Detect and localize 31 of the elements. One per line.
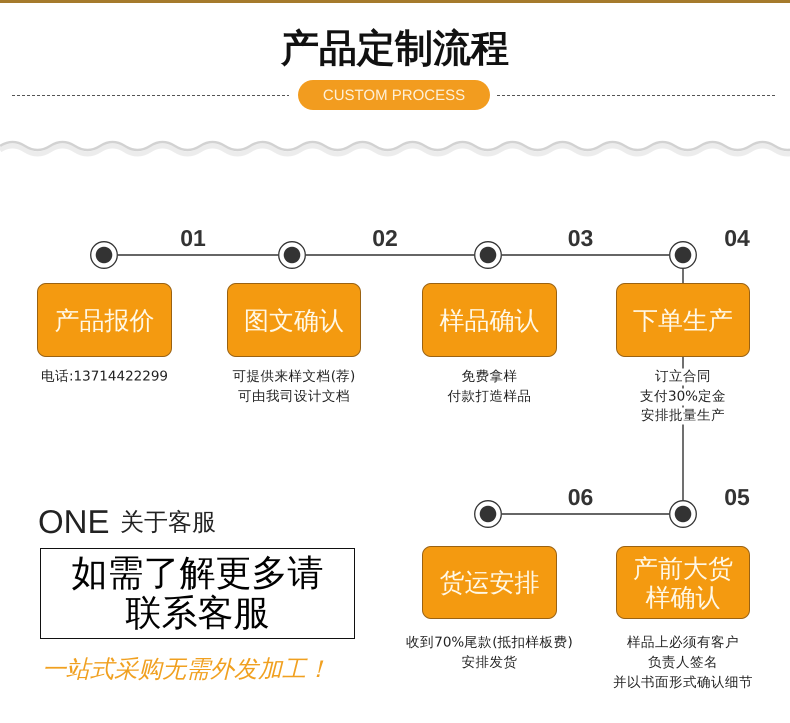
timeline-marker: [90, 241, 118, 269]
step-note: 并以书面形式确认细节: [611, 674, 755, 692]
timeline-marker: [474, 500, 502, 528]
timeline-marker: [278, 241, 306, 269]
step-box: 下单生产: [616, 283, 750, 357]
connector-line: [682, 269, 684, 283]
section-heading: 关于客服: [120, 509, 216, 535]
connector-line: [502, 254, 669, 256]
step-box: 产品报价: [37, 283, 172, 357]
step-note: 安排发货: [460, 654, 520, 672]
contact-box: 如需了解更多请联系客服: [40, 548, 355, 639]
step-note: 安排批量生产: [639, 408, 727, 424]
step-box: 产前大货样确认: [616, 546, 750, 619]
step-box: 图文确认: [227, 283, 361, 357]
timeline-marker: [474, 241, 502, 269]
subtitle-pill: CUSTOM PROCESS: [298, 80, 490, 110]
section-heading: ONE: [38, 505, 110, 538]
step-note: 免费拿样: [460, 368, 520, 386]
step-note: 可提供来样文档(荐): [230, 368, 358, 386]
step-note: 可由我司设计文档: [236, 388, 352, 405]
title: 产品定制流程: [281, 26, 509, 70]
connector-line: [118, 254, 278, 256]
connector-line: [306, 254, 474, 256]
connector-line: [502, 513, 669, 515]
step-box: 样品确认: [422, 283, 557, 357]
step-note: 支付30%定金: [638, 388, 728, 405]
step-box: 货运安排: [422, 546, 557, 619]
slogan-text: 一站式采购无需外发加工！: [42, 654, 330, 684]
step-note: 收到70%尾款(抵扣样板费): [404, 634, 575, 652]
timeline-marker: [669, 500, 697, 528]
timeline-marker: [669, 241, 697, 269]
